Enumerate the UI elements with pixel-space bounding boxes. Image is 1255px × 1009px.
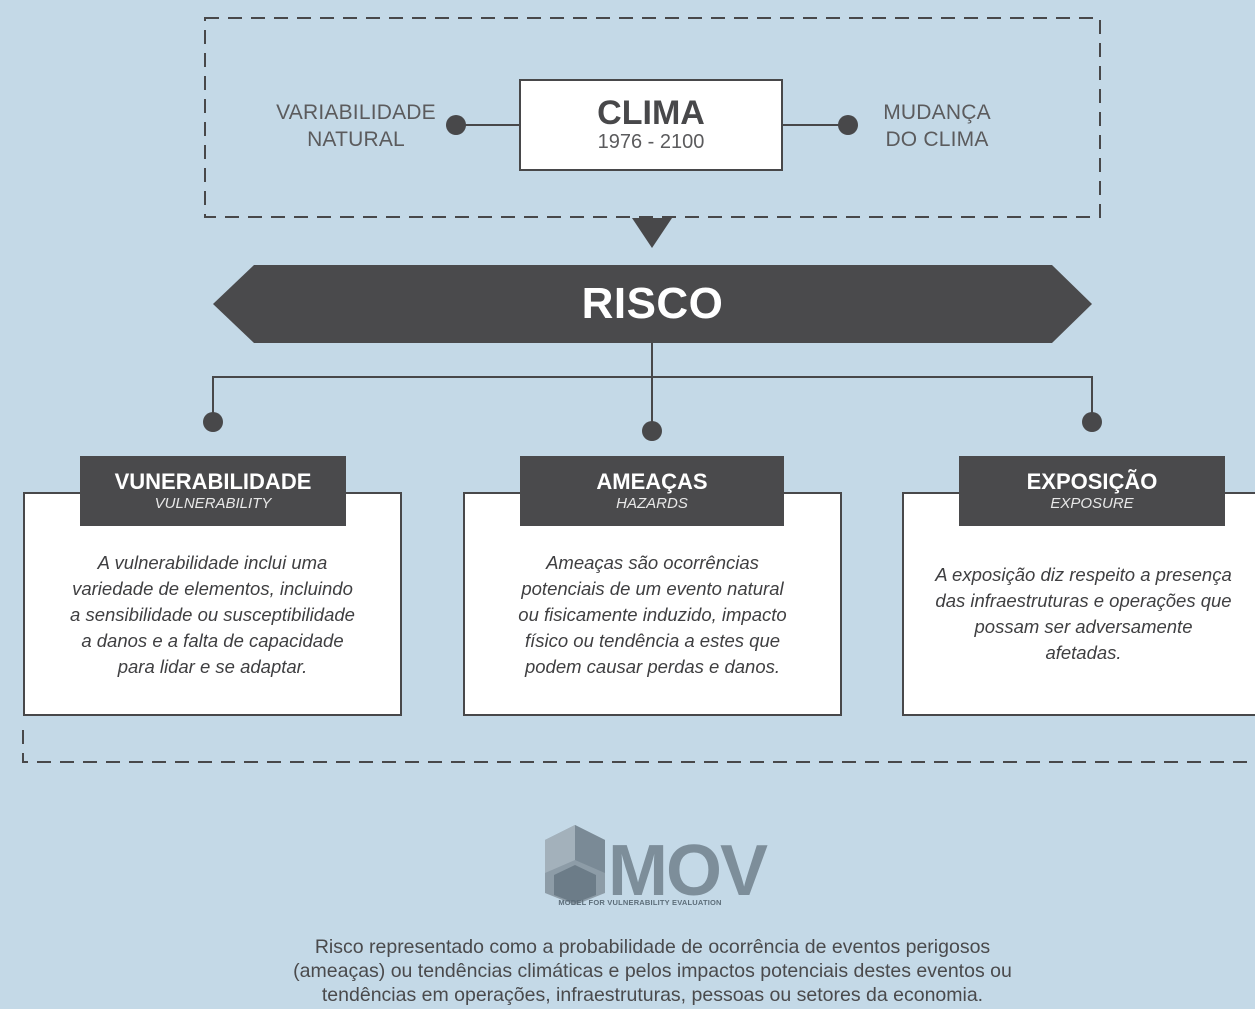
card-title: AMEAÇAS	[596, 469, 708, 494]
card-subtitle: HAZARDS	[616, 495, 688, 512]
card-text-exposicao: A exposição diz respeito a presença das …	[935, 564, 1232, 663]
clima-dashed-frame	[204, 17, 1101, 218]
right-connector-dot	[838, 115, 858, 135]
variabilidade-natural-label: VARIABILIDADE NATURAL	[276, 101, 436, 151]
card-header-vulnerabilidade: VUNERABILIDADE VULNERABILITY	[80, 456, 346, 526]
card-header-exposicao: EXPOSIÇÃO EXPOSURE	[959, 456, 1225, 526]
risco-banner	[213, 265, 1092, 343]
mudanca-do-clima-label: MUDANÇA DO CLIMA	[883, 101, 991, 151]
move-logo: MOVE	[545, 825, 770, 910]
move-logo-text: MOVE	[608, 831, 770, 910]
footnote: Risco representado como a probabilidade …	[293, 936, 1012, 1006]
card-text-vulnerabilidade: A vulnerabilidade inclui uma variedade d…	[70, 552, 355, 677]
branch-dot-left	[203, 412, 223, 432]
card-subtitle: EXPOSURE	[1050, 495, 1134, 512]
left-connector-dot	[446, 115, 466, 135]
card-title: EXPOSIÇÃO	[1026, 469, 1158, 494]
branch-dot-center	[642, 421, 662, 441]
down-arrow	[632, 218, 672, 248]
card-title: VUNERABILIDADE	[114, 469, 312, 494]
card-header-ameacas: AMEAÇAS HAZARDS	[520, 456, 784, 526]
move-caption: MODEL FOR VULNERABILITY EVALUATION	[558, 898, 722, 907]
clima-box: CLIMA 1976 - 2100	[519, 79, 783, 171]
clima-years: 1976 - 2100	[597, 131, 705, 153]
clima-title: CLIMA	[597, 94, 705, 132]
card-subtitle: VULNERABILITY	[154, 495, 272, 512]
cards-dashed-frame	[22, 730, 1255, 763]
risco-title: RISCO	[581, 279, 724, 328]
card-text-ameacas: Ameaças são ocorrências potenciais de um…	[518, 552, 787, 677]
branch-dot-right	[1082, 412, 1102, 432]
